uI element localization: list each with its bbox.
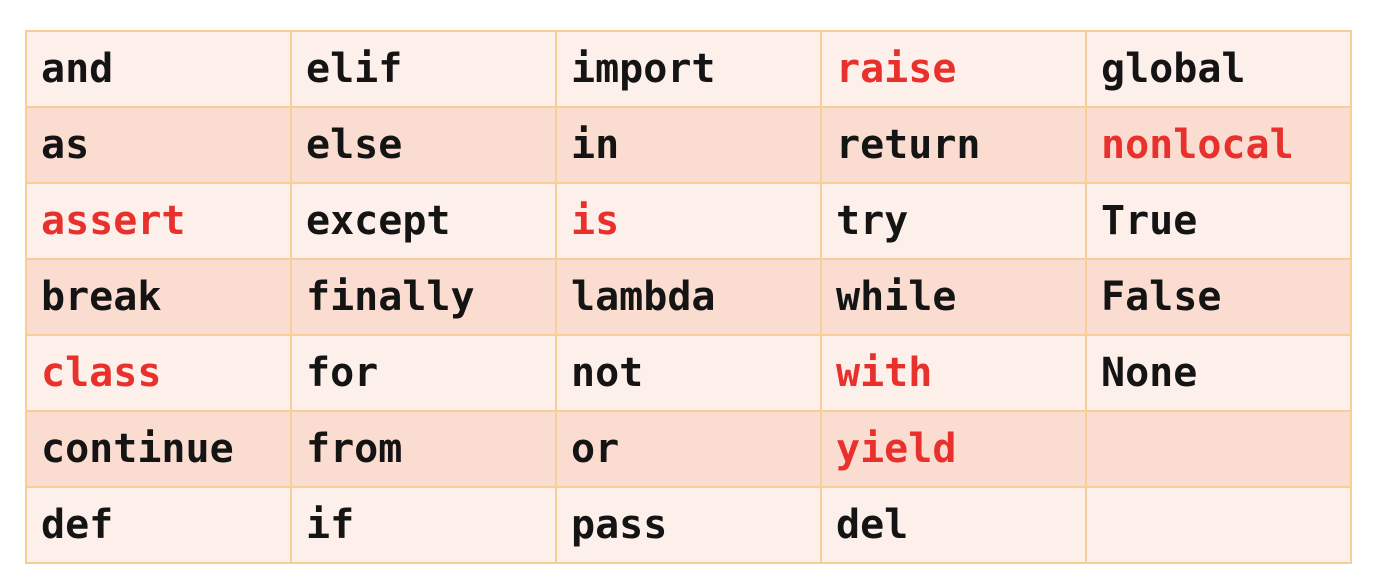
- keyword-cell: lambda: [555, 258, 822, 336]
- keyword-cell: continue: [25, 410, 292, 488]
- keyword-cell: pass: [555, 486, 822, 564]
- keyword-cell: class: [25, 334, 292, 412]
- keyword-cell: while: [820, 258, 1087, 336]
- keyword-cell: yield: [820, 410, 1087, 488]
- keyword-cell: not: [555, 334, 822, 412]
- keyword-cell: as: [25, 106, 292, 184]
- keyword-cell: assert: [25, 182, 292, 260]
- keyword-cell: if: [290, 486, 557, 564]
- keyword-cell: for: [290, 334, 557, 412]
- keyword-cell: is: [555, 182, 822, 260]
- keyword-cell: finally: [290, 258, 557, 336]
- keyword-cell: elif: [290, 30, 557, 108]
- keyword-cell: with: [820, 334, 1087, 412]
- keyword-cell: return: [820, 106, 1087, 184]
- keyword-cell: and: [25, 30, 292, 108]
- keyword-cell: except: [290, 182, 557, 260]
- keyword-cell: from: [290, 410, 557, 488]
- keyword-cell: or: [555, 410, 822, 488]
- keyword-cell: global: [1085, 30, 1352, 108]
- empty-cell: [1085, 410, 1352, 488]
- keyword-cell: None: [1085, 334, 1352, 412]
- keyword-cell: nonlocal: [1085, 106, 1352, 184]
- keyword-cell: else: [290, 106, 557, 184]
- keyword-cell: try: [820, 182, 1087, 260]
- keyword-cell: del: [820, 486, 1087, 564]
- keyword-cell: raise: [820, 30, 1087, 108]
- keyword-cell: True: [1085, 182, 1352, 260]
- keyword-cell: False: [1085, 258, 1352, 336]
- keyword-cell: break: [25, 258, 292, 336]
- keyword-cell: def: [25, 486, 292, 564]
- keyword-cell: in: [555, 106, 822, 184]
- keyword-cell: import: [555, 30, 822, 108]
- empty-cell: [1085, 486, 1352, 564]
